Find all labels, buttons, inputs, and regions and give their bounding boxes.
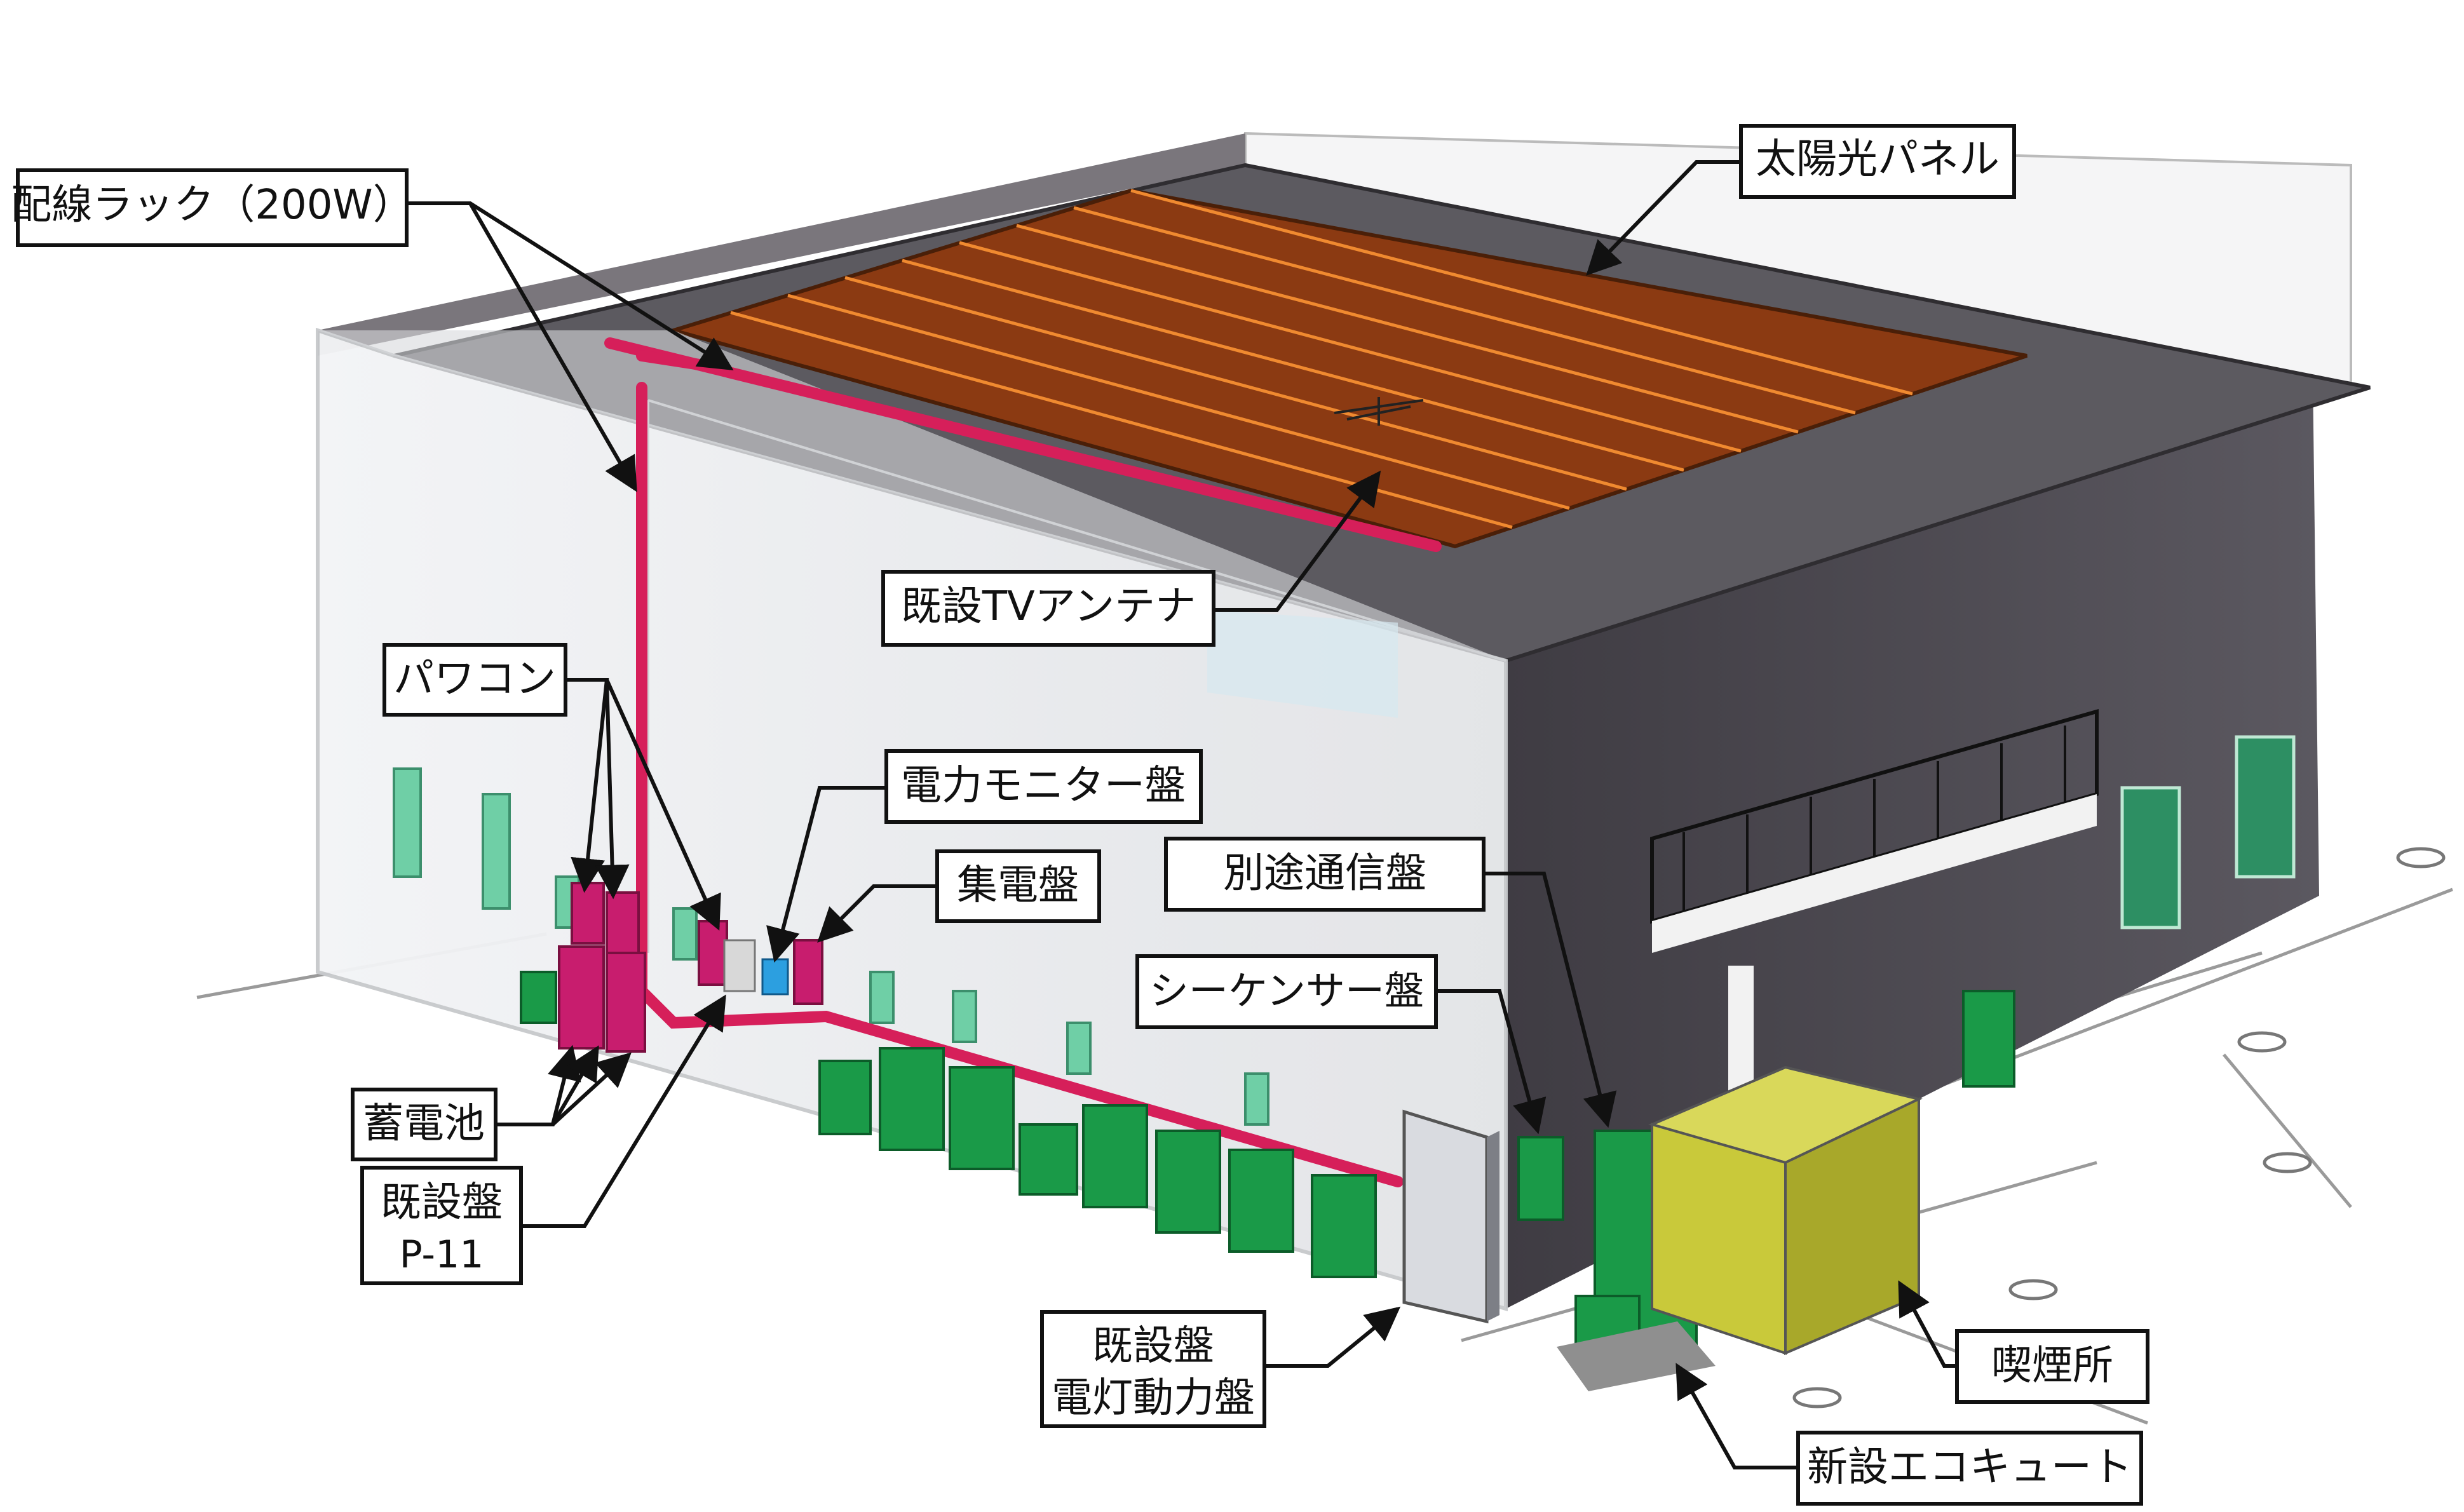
svg-text:新設エコキュート: 新設エコキュート — [1807, 1444, 2132, 1491]
leader-lines — [407, 160, 1957, 1469]
lighting-power-panel-cabinet — [1402, 1109, 1489, 1324]
label-existing-lighting-panel: 既設盤 電灯動力盤 — [1040, 1310, 1266, 1428]
svg-text:集電盤: 集電盤 — [957, 862, 1079, 909]
monitor-panel-grey — [723, 939, 756, 992]
interior-structure — [647, 399, 1506, 953]
ground-markers — [1792, 847, 2446, 1408]
svg-text:蓄電池: 蓄電池 — [363, 1100, 485, 1147]
smoking-booth — [1648, 1065, 1923, 1356]
label-power-conditioner: パワコン — [382, 643, 567, 717]
svg-text:既設盤: 既設盤 — [381, 1179, 503, 1226]
label-sequencer-panel: シーケンサー盤 — [1135, 954, 1438, 1029]
monitor-panel-blue — [761, 958, 789, 996]
svg-text:配線ラック（200W）: 配線ラック（200W） — [11, 182, 413, 229]
label-solar-panel: 太陽光パネル — [1739, 124, 2016, 199]
svg-text:既設TVアンテナ: 既設TVアンテナ — [901, 583, 1196, 630]
solar-panel-array — [667, 188, 2027, 549]
svg-text:シーケンサー盤: シーケンサー盤 — [1149, 968, 1424, 1014]
lighting-power-panel-side — [1487, 1131, 1499, 1321]
left-parapet — [318, 133, 1245, 356]
svg-text:電力モニター盤: 電力モニター盤 — [901, 762, 1186, 809]
label-tv-antenna: 既設TVアンテナ — [881, 570, 1215, 647]
side-windows — [2120, 735, 2296, 929]
svg-text:電灯動力盤: 電灯動力盤 — [1052, 1375, 1255, 1422]
svg-text:別途通信盤: 別途通信盤 — [1223, 850, 1426, 897]
tv-antenna — [1334, 397, 1424, 426]
svg-text:喫煙所: 喫煙所 — [1991, 1342, 2113, 1389]
label-collector-panel: 集電盤 — [935, 849, 1101, 923]
balcony — [1650, 709, 2099, 1105]
solar-panel-grid-lines — [730, 189, 1913, 529]
svg-text:太陽光パネル: 太陽光パネル — [1756, 136, 2000, 183]
right-side-wall — [1506, 375, 2319, 1309]
label-storage-battery: 蓄電池 — [351, 1088, 498, 1161]
label-separate-comm-panel: 別途通信盤 — [1164, 837, 1486, 912]
label-power-monitor-panel: 電力モニター盤 — [884, 749, 1203, 824]
svg-text:既設盤: 既設盤 — [1092, 1323, 1214, 1370]
svg-text:P-11: P-11 — [400, 1232, 484, 1277]
svg-text:パワコン: パワコン — [393, 656, 556, 703]
label-new-ecocute: 新設エコキュート — [1796, 1431, 2143, 1506]
wiring-rack — [604, 337, 1442, 1187]
label-smoking-area: 喫煙所 — [1955, 1329, 2149, 1404]
label-wiring-rack: 配線ラック（200W） — [11, 168, 414, 247]
label-existing-panel-p11: 既設盤 P-11 — [360, 1166, 523, 1285]
